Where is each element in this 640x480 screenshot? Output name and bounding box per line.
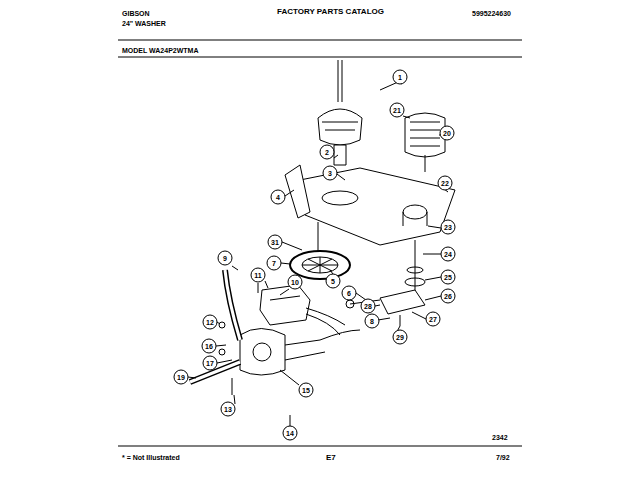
header-text: E7 (326, 454, 336, 462)
callout-number: 1 (393, 70, 408, 85)
callout-number: 6 (342, 286, 357, 301)
callout-number: 22 (438, 176, 453, 191)
callout-number: 29 (393, 330, 408, 345)
callout-number: 3 (323, 166, 338, 181)
callout-number: 7 (267, 256, 282, 271)
callout-number: 20 (440, 126, 455, 141)
callout-number: 19 (174, 370, 189, 385)
header-text: 5995224630 (472, 10, 511, 17)
callout-number: 10 (288, 275, 303, 290)
callout-number: 17 (203, 356, 218, 371)
catalog-title: FACTORY PARTS CATALOG (277, 8, 384, 16)
callout-number: 9 (218, 251, 233, 266)
callout-number: 25 (441, 270, 456, 285)
callout-number: 28 (361, 299, 376, 314)
callout-number: 21 (390, 103, 405, 118)
header-text: 7/92 (496, 454, 510, 461)
header-text: 2342 (492, 434, 508, 441)
callout-number: 14 (283, 426, 298, 441)
callout-number: 26 (441, 289, 456, 304)
callout-number: 8 (365, 314, 380, 329)
callout-number: 4 (271, 190, 286, 205)
callout-number: 15 (299, 383, 314, 398)
callout-number: 31 (268, 235, 283, 250)
callout-number: 23 (441, 220, 456, 235)
callout-number: 12 (203, 315, 218, 330)
callout-number: 5 (326, 274, 341, 289)
callout-number: 11 (251, 268, 266, 283)
callout-number: 16 (202, 339, 217, 354)
header-text: 24" WASHER (122, 20, 166, 27)
callout-number: 27 (426, 312, 441, 327)
header-text: MODEL WA24P2WTMA (122, 47, 199, 54)
callout-number: 2 (320, 145, 335, 160)
header-text: * = Not Illustrated (122, 454, 180, 461)
callout-number: 24 (441, 247, 456, 262)
header-text: GIBSON (122, 10, 150, 17)
callout-number: 13 (221, 402, 236, 417)
